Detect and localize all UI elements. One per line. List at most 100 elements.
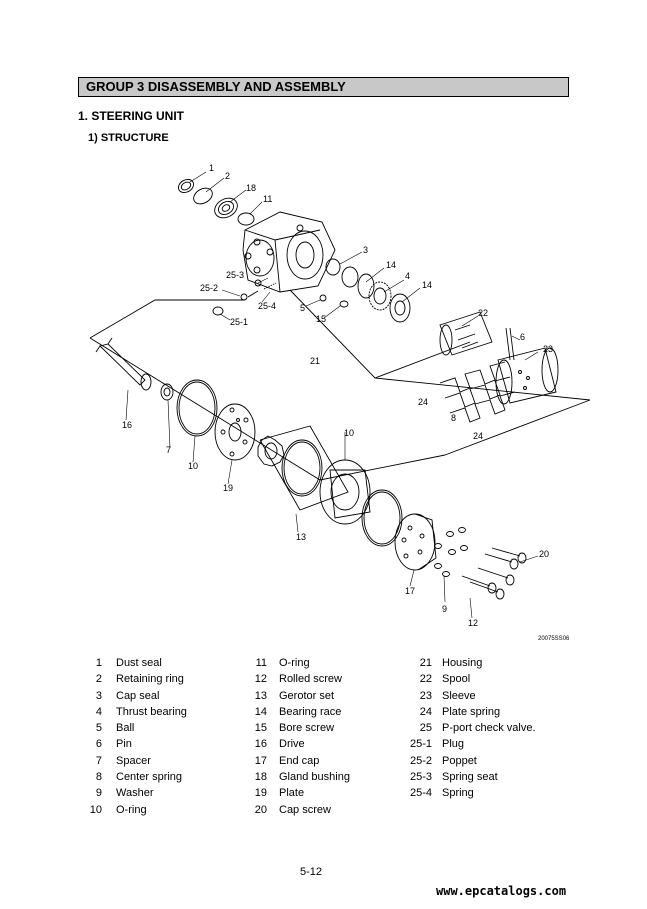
cap-seal-part (325, 258, 359, 288)
callout-15: 15 (316, 314, 326, 324)
part-number: 8 (95, 771, 102, 784)
part-name: Ball (116, 722, 135, 735)
part-name: Pin (116, 738, 132, 751)
part-name: Dust seal (116, 657, 162, 669)
part-name: Cap seal (116, 689, 160, 702)
part-number: 18 (254, 771, 267, 784)
callout-5: 5 (300, 303, 305, 313)
callout-19: 19 (223, 483, 233, 493)
part-name: Drive (279, 738, 305, 751)
part-number: 14 (254, 705, 267, 718)
group-header: GROUP 3 DISASSEMBLY AND ASSEMBLY (78, 77, 569, 97)
callout-25-4: 25-4 (258, 301, 276, 311)
callout-17: 17 (405, 586, 415, 596)
callout-24: 24 (418, 397, 428, 407)
page-number: 5-12 (300, 866, 323, 878)
part-name: Sleeve (442, 689, 476, 702)
o-ring-10-part (176, 379, 218, 437)
plate-spring-part (439, 361, 516, 423)
part-number: 25-4 (409, 787, 432, 800)
callout-10b: 10 (344, 428, 354, 438)
part-name: Spring seat (442, 771, 498, 784)
part-name: O-ring (279, 657, 310, 669)
pin-part (505, 327, 515, 361)
callout-25-3: 25-3 (226, 270, 244, 280)
washer-parts (434, 527, 468, 577)
part-name: Spring (442, 787, 474, 800)
part-name: O-ring (116, 803, 147, 816)
callout-1: 1 (209, 163, 214, 173)
part-number: 22 (419, 673, 432, 686)
part-name: Bearing race (279, 705, 342, 718)
callout-12: 12 (468, 618, 478, 628)
drive-part (95, 337, 152, 391)
callout-4: 4 (405, 271, 410, 281)
sleeve-part (495, 347, 559, 405)
callout-2: 2 (225, 171, 230, 181)
part-number: 6 (95, 738, 102, 751)
structure-subtitle: 1) STRUCTURE (88, 132, 169, 144)
callout-24b: 24 (473, 431, 483, 441)
dust-seal-part (178, 178, 194, 194)
part-number: 9 (95, 787, 102, 800)
leader-lines (125, 171, 539, 619)
part-number: 23 (419, 689, 432, 702)
part-number: 20 (254, 803, 267, 816)
part-number: 25-3 (409, 771, 432, 784)
bearing-race-part-2 (389, 293, 411, 323)
callout-16: 16 (122, 420, 132, 430)
part-number: 25 (419, 722, 432, 735)
part-number: 4 (95, 705, 102, 718)
part-number: 16 (254, 738, 267, 751)
figure-code: 20075SS06 (538, 636, 570, 642)
part-name: Gland bushing (279, 771, 350, 784)
o-ring-endcap-part (361, 489, 403, 547)
callout-21: 21 (310, 356, 320, 366)
part-number: 24 (419, 705, 432, 718)
part-number: 3 (95, 689, 102, 702)
part-name: Plate spring (442, 705, 501, 718)
part-name: Gerotor set (279, 689, 335, 702)
part-number: 19 (254, 787, 267, 800)
retaining-ring-part (193, 187, 213, 205)
part-number: 2 (95, 673, 102, 686)
part-name: Center spring (116, 771, 183, 784)
part-name: Plug (442, 738, 465, 751)
callout-3: 3 (363, 245, 368, 255)
callout-8: 8 (451, 413, 456, 423)
part-name: Poppet (442, 754, 477, 767)
part-name: Retaining ring (116, 673, 184, 686)
callout-14: 14 (386, 260, 396, 270)
part-number: 10 (89, 803, 102, 816)
gland-bushing-part (214, 197, 238, 219)
part-name: P-port check valve. (442, 722, 536, 735)
part-number: 13 (254, 689, 267, 702)
callout-14b: 14 (422, 280, 432, 290)
bearing-race-part (357, 273, 375, 299)
callout-23: 23 (543, 344, 553, 354)
part-name: End cap (279, 754, 320, 767)
part-number: 25-1 (409, 738, 432, 751)
part-name: Thrust bearing (116, 705, 187, 718)
part-number: 17 (254, 754, 267, 767)
plate-part (214, 403, 256, 461)
assembly-outline (89, 289, 591, 511)
callout-18: 18 (246, 183, 256, 193)
callout-7: 7 (166, 445, 171, 455)
callout-20: 20 (539, 549, 549, 559)
part-number: 25-2 (409, 754, 432, 767)
thrust-bearing-part (368, 281, 392, 311)
callout-6: 6 (520, 332, 525, 342)
o-ring-gerotor-part (281, 439, 323, 497)
callout-11: 11 (263, 194, 272, 204)
part-number: 11 (255, 657, 267, 669)
callout-25-1: 25-1 (230, 317, 248, 327)
part-name: Housing (442, 657, 483, 669)
section-title: 1. STEERING UNIT (78, 109, 185, 123)
callout-9: 9 (442, 604, 447, 614)
part-number: 5 (95, 722, 102, 735)
o-ring-part (237, 212, 255, 226)
part-name: Spacer (116, 754, 151, 767)
part-name: Spool (442, 673, 471, 686)
callout-13: 13 (296, 532, 306, 542)
